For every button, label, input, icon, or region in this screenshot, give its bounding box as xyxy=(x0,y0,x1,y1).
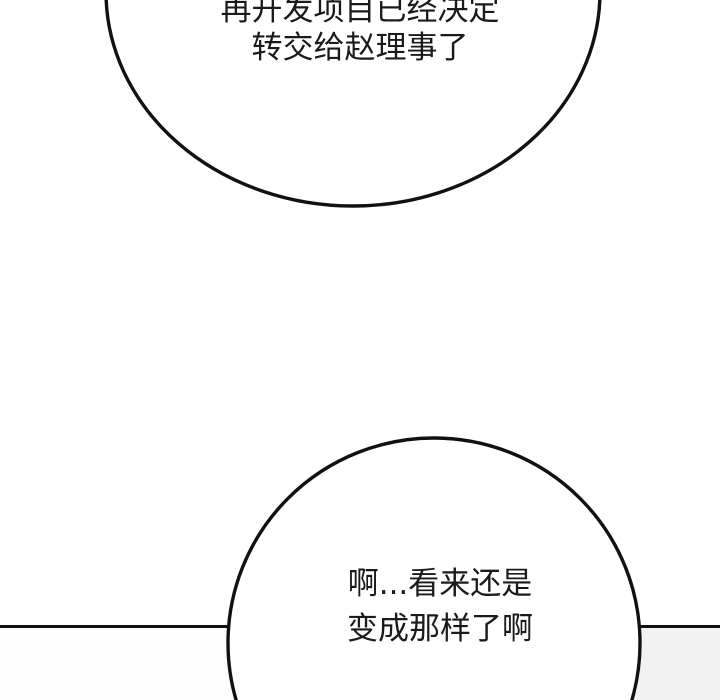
speech-bubble-top-text: 再开发项目已经决定 转交给赵理事了 xyxy=(220,0,500,66)
speech-bubble-bottom-outline xyxy=(226,436,642,700)
speech-bubble-bottom-text: 啊...看来还是 变成那样了啊 xyxy=(347,566,533,647)
speech-bubble-top-outline xyxy=(104,0,602,208)
